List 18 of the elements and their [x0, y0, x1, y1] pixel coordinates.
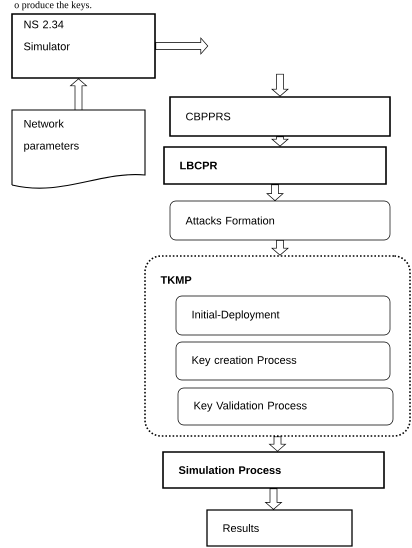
process-box: Simulation Process — [162, 451, 385, 489]
block-arrow — [264, 488, 282, 510]
block-arrow — [271, 74, 289, 97]
process-box: LBCPR — [163, 146, 387, 185]
block-arrow — [266, 184, 284, 202]
block-arrow — [70, 78, 88, 110]
rounded-box: Initial-Deployment — [176, 296, 390, 336]
block-arrow — [271, 240, 289, 256]
rounded-box: Key creation Process — [176, 342, 390, 380]
block-arrow — [155, 37, 208, 55]
process-box: CBPPRS — [169, 96, 391, 137]
rounded-box: Key Validation Process — [178, 388, 394, 426]
block-arrow — [268, 436, 286, 452]
document-shape: Network parameters — [11, 109, 146, 189]
rounded-box: Attacks Formation — [170, 200, 390, 240]
block-arrow — [271, 136, 289, 147]
process-box: Results — [206, 509, 353, 547]
process-box: NS 2.34 Simulator — [11, 13, 156, 79]
